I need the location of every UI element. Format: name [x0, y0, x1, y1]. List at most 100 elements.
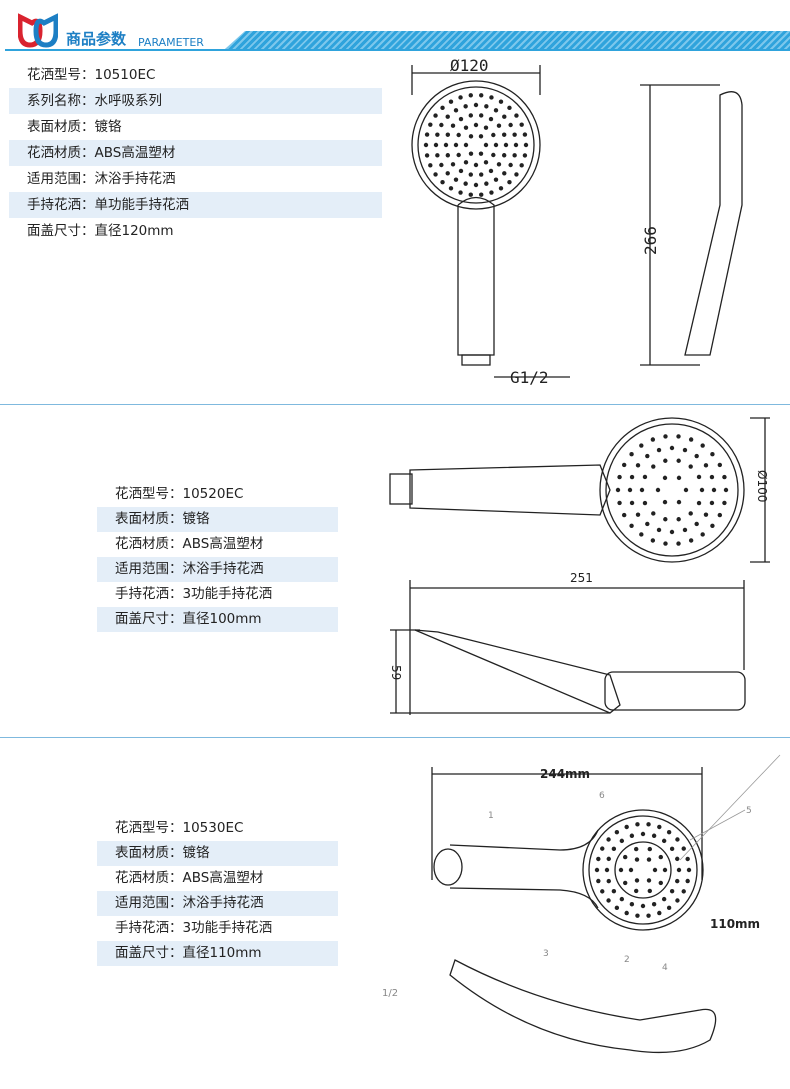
nozzle-dot	[433, 172, 438, 177]
nozzle-dot	[519, 122, 524, 127]
nozzle-dot	[675, 898, 680, 903]
nozzle-dot	[676, 475, 682, 481]
nozzle-dot	[646, 878, 652, 883]
nozzle-dot	[628, 867, 634, 873]
nozzle-dot	[717, 462, 723, 468]
spec-row: 手持花洒：3功能手持花洒	[115, 586, 273, 602]
nozzle-dot	[711, 487, 717, 493]
nozzle-dot	[468, 93, 473, 98]
nozzle-dot	[483, 125, 489, 130]
nozzle-dot	[512, 132, 517, 137]
nozzle-dot	[640, 903, 646, 909]
nozzle-dot	[428, 163, 433, 168]
nozzle-dot	[478, 134, 484, 139]
nozzle-dot	[629, 474, 635, 480]
nozzle-dot	[433, 142, 439, 148]
nozzle-dot	[629, 523, 634, 529]
nozzle-dot	[479, 192, 484, 197]
nozzle-dot	[635, 463, 641, 468]
spec-row: 表面材质：镀铬	[97, 841, 338, 866]
nozzle-dot	[514, 172, 519, 177]
nozzle-dot	[496, 123, 502, 128]
nozzle-dot	[700, 532, 705, 537]
nozzle-dot	[642, 500, 648, 506]
nozzle-dot	[606, 856, 611, 862]
nozzle-dot	[629, 451, 634, 457]
nozzle-dot	[658, 854, 663, 860]
dim-length: 251	[570, 571, 593, 585]
nozzle-dot	[675, 856, 680, 862]
nozzle-dot	[723, 487, 729, 493]
nozzle-dot	[685, 856, 690, 862]
nozzle-dot	[676, 458, 681, 463]
nozzle-dot	[522, 153, 528, 158]
nozzle-dot	[685, 878, 690, 884]
nozzle-dot	[596, 878, 601, 884]
spec-row: 花洒材质：ABS高温塑材	[9, 140, 382, 166]
nozzle-dot	[623, 854, 628, 860]
nozzle-dot	[696, 474, 702, 480]
drawing-10530: 244mm 110mm 1/2 1 2 3 4 5 6	[382, 754, 781, 1054]
nozzle-dot	[634, 846, 639, 852]
nozzle-dot	[703, 512, 709, 517]
nozzle-dot	[468, 151, 474, 156]
nozzle-dot	[663, 458, 668, 463]
nozzle-dot	[624, 910, 629, 916]
nozzle-dot	[694, 453, 699, 459]
nozzle-dot	[503, 142, 509, 148]
nozzle-dot	[450, 162, 456, 167]
header-rule	[5, 49, 790, 51]
nozzle-dot	[458, 116, 464, 122]
spec-row: 表面材质：镀铬	[27, 119, 122, 135]
nozzle-dot	[519, 163, 524, 168]
spec-row: 花洒材质：ABS高温塑材	[115, 870, 264, 886]
nozzle-dot	[501, 153, 507, 158]
spec-row: 花洒型号：10510EC	[27, 67, 156, 83]
nozzle-dot	[696, 500, 702, 506]
nozzle-dot	[473, 182, 479, 188]
nozzle-dot	[491, 152, 496, 158]
nozzle-dot	[694, 521, 699, 527]
section-subtitle: PARAMETER	[138, 36, 204, 49]
nozzle-dot	[439, 122, 444, 128]
nozzle-dot	[688, 511, 693, 516]
nozzle-dot	[619, 838, 625, 844]
nozzle-dot	[440, 179, 445, 185]
nozzle-dot	[443, 142, 449, 148]
drawing-10520: 251 Ø100 59	[389, 417, 770, 715]
nozzle-dot	[675, 837, 680, 842]
svg-text:5: 5	[746, 806, 752, 816]
nozzle-dot	[479, 113, 484, 118]
nozzle-dot	[642, 474, 648, 480]
nozzle-dot	[639, 443, 644, 448]
nozzle-dot	[619, 896, 625, 902]
nozzle-dot	[614, 905, 620, 911]
nozzle-dot	[604, 867, 610, 873]
nozzle-dot	[440, 105, 445, 111]
nozzle-dot	[424, 153, 430, 158]
svg-text:3: 3	[543, 949, 549, 959]
nozzle-dot	[635, 822, 640, 827]
dim-thread: 1/2	[382, 988, 398, 999]
nozzle-dot	[650, 437, 656, 442]
nozzle-dot	[508, 162, 513, 168]
spec-row: 适用范围：沐浴手持花洒	[27, 171, 176, 187]
nozzle-dot	[523, 142, 529, 148]
nozzle-dot	[688, 464, 693, 469]
nozzle-dot	[453, 142, 459, 148]
nozzle-dot	[645, 521, 650, 527]
nozzle-dot	[646, 913, 651, 918]
nozzle-dot	[700, 443, 705, 448]
nozzle-dot	[661, 838, 667, 844]
nozzle-dot	[646, 822, 651, 827]
nozzle-dot	[489, 95, 494, 100]
nozzle-dot	[647, 888, 652, 894]
nozzle-dot	[606, 878, 611, 884]
nozzle-dot	[651, 833, 657, 838]
nozzle-dot	[458, 168, 464, 174]
nozzle-dot	[661, 896, 667, 902]
nozzle-dot	[493, 142, 499, 148]
nozzle-dot	[439, 162, 444, 168]
nozzle-dot	[600, 889, 605, 894]
nozzle-dot	[458, 190, 463, 195]
